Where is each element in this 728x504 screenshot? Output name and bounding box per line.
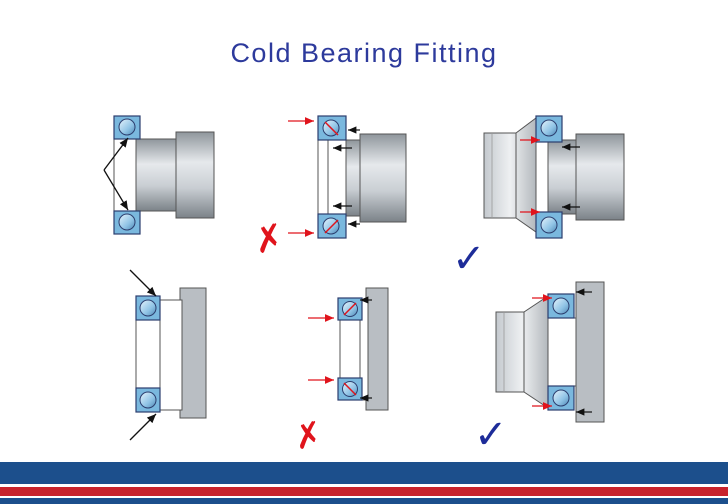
ball-top <box>139 299 157 317</box>
shaft-shoulder <box>175 131 215 219</box>
inner-sleeve-face <box>535 139 549 215</box>
footer-blue-stripe <box>0 462 728 484</box>
press-line-bottom <box>103 169 129 211</box>
center-plate <box>339 317 361 381</box>
press-line-top <box>129 269 157 297</box>
panel-housing-pressure-on-inner-ring <box>129 269 207 441</box>
panel-shaft-force-through-balls <box>288 115 407 239</box>
shaft-shoulder <box>575 133 625 221</box>
panel-shaft-pressure-on-outer-ring <box>103 115 215 235</box>
ball-bottom <box>540 216 558 234</box>
slide-title: Cold Bearing Fitting <box>230 38 498 68</box>
ball-top <box>552 297 570 315</box>
center-plate <box>135 317 161 389</box>
shaft-shoulder <box>359 133 407 223</box>
shaft-body <box>135 138 179 212</box>
press-line-top <box>103 137 129 171</box>
ball-top <box>540 119 558 137</box>
housing-wall <box>365 287 389 411</box>
panel-housing-force-through-balls <box>308 287 389 411</box>
bore-face <box>547 317 577 387</box>
footer-red-stripe <box>0 487 728 496</box>
fitting-plate <box>113 138 137 212</box>
ball-bottom <box>139 391 157 409</box>
panel-shaft-fitting-sleeve-inner-ring <box>483 115 625 239</box>
housing-bore <box>157 299 183 411</box>
shaft-body <box>547 139 579 215</box>
press-line-bottom <box>129 413 157 441</box>
wrong-mark: ✗ <box>290 414 326 458</box>
footer-blue-stripe-2 <box>0 498 728 504</box>
ball-bottom <box>552 389 570 407</box>
housing-wall <box>179 287 207 419</box>
sleeve <box>317 137 329 217</box>
wrong-mark: ✗ <box>250 216 288 262</box>
housing-wall <box>575 281 605 423</box>
footer-white-gap-2 <box>0 496 728 498</box>
footer-band <box>0 458 728 504</box>
right-mark: ✓ <box>452 236 486 282</box>
footer-white-gap <box>0 484 728 487</box>
bearing-fitting-diagram: ✗ ✓ <box>103 115 625 458</box>
ball-top <box>118 118 136 136</box>
ball-bottom <box>118 213 136 231</box>
right-mark: ✓ <box>474 412 508 458</box>
panel-housing-fitting-sleeve-outer-ring <box>495 281 605 423</box>
